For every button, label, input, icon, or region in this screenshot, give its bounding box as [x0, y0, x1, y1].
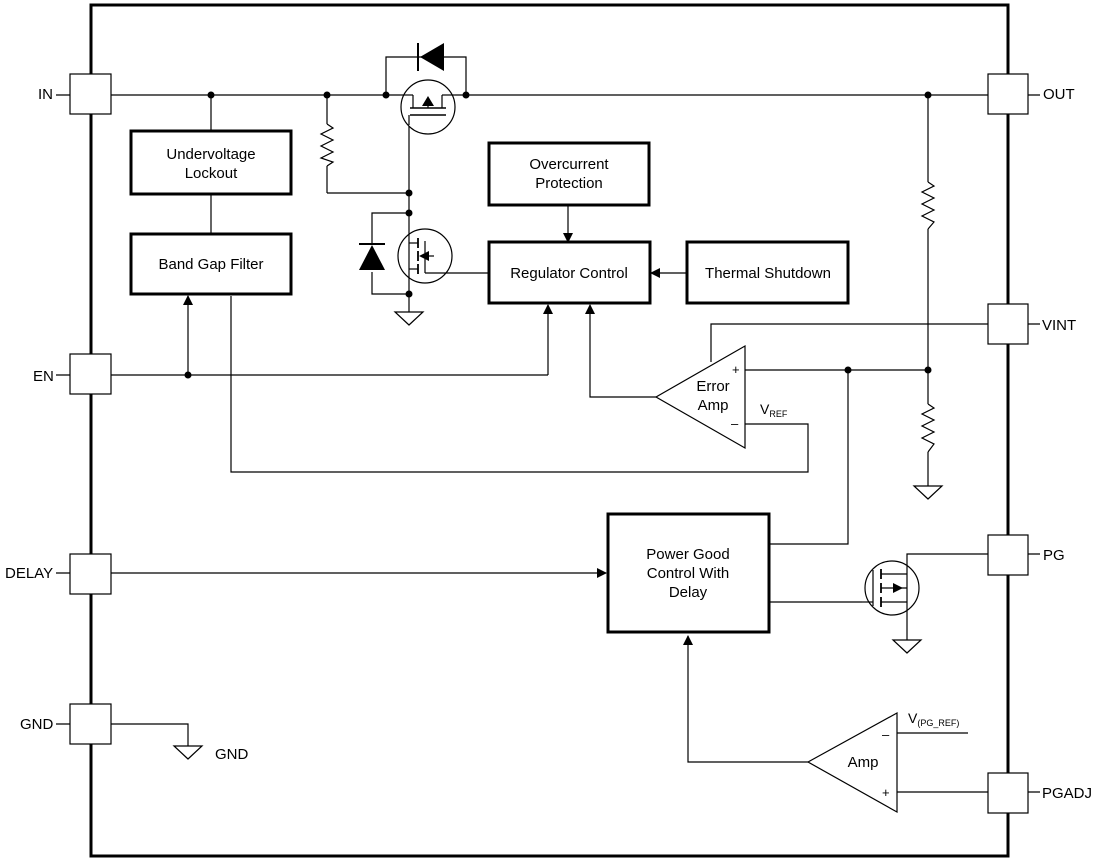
regulator-control-block: Regulator Control	[487, 240, 652, 305]
pg-amp: Amp – + V(PG_REF)	[806, 710, 959, 814]
junction-dots	[184, 91, 932, 379]
gnd-symbol-label: GND	[215, 746, 249, 763]
pg-amp-label: Amp	[848, 754, 879, 771]
chip-outline	[89, 3, 1010, 858]
pg-ref-label: V(PG_REF)	[908, 710, 959, 728]
pg-amp-plus: +	[882, 785, 890, 800]
pg-ref-sub: (PG_REF)	[917, 718, 959, 728]
overcurrent-label-line2: Protection	[535, 175, 603, 192]
pin-gnd-label: GND	[20, 716, 54, 733]
pin-delay-label: DELAY	[5, 565, 53, 582]
clamp-diode-icon	[359, 243, 385, 270]
power-good-label-line2: Control With	[647, 565, 730, 582]
ground-icon	[172, 745, 204, 760]
pin-en: EN	[33, 353, 112, 395]
power-good-label-line1: Power Good	[646, 546, 729, 563]
thermal-label: Thermal Shutdown	[705, 265, 831, 282]
pin-vint: VINT	[987, 303, 1076, 345]
error-amp-label-line2: Amp	[698, 397, 729, 414]
power-good-block: Power Good Control With Delay	[606, 512, 771, 634]
pg-amp-minus: –	[882, 727, 890, 742]
uvlo-block: Undervoltage Lockout	[129, 129, 293, 196]
pin-pg-label: PG	[1043, 547, 1065, 564]
overcurrent-block: Overcurrent Protection	[487, 141, 651, 207]
overcurrent-label-line1: Overcurrent	[529, 156, 609, 173]
ground-icon	[891, 639, 923, 654]
pin-pgadj: PGADJ	[987, 772, 1092, 814]
pin-out: OUT	[987, 73, 1075, 115]
vref-label: VREF	[760, 401, 788, 419]
pulldown-mosfet-icon	[397, 228, 453, 284]
uvlo-label-line2: Lockout	[185, 165, 238, 182]
error-amp-plus: +	[732, 362, 740, 377]
ground-icon	[393, 311, 425, 326]
pass-mosfet-icon	[400, 79, 456, 135]
pin-in-label: IN	[38, 86, 53, 103]
pin-out-label: OUT	[1043, 86, 1075, 103]
vref-main: V	[760, 401, 770, 417]
bypass-diode-icon	[417, 43, 444, 71]
pin-in: IN	[38, 73, 112, 115]
pin-en-label: EN	[33, 368, 54, 385]
pin-gnd: GND GND	[20, 703, 249, 763]
pin-pgadj-label: PGADJ	[1042, 785, 1092, 802]
bandgap-block: Band Gap Filter	[129, 232, 293, 296]
uvlo-label-line1: Undervoltage	[166, 146, 255, 163]
pin-pg: PG	[987, 534, 1065, 576]
error-amp-label-line1: Error	[696, 378, 729, 395]
vref-sub: REF	[769, 409, 788, 419]
thermal-shutdown-block: Thermal Shutdown	[685, 240, 850, 305]
ground-icon	[912, 485, 944, 500]
pg-mosfet-icon	[862, 560, 920, 616]
wires	[56, 56, 1040, 793]
divider-resistor-bottom-icon	[920, 403, 936, 453]
divider-resistor-top-icon	[920, 181, 936, 230]
error-amp-minus: –	[731, 416, 739, 431]
pg-ref-main: V	[908, 710, 918, 726]
pin-vint-label: VINT	[1042, 317, 1076, 334]
gate-resistor-icon	[319, 123, 335, 167]
power-good-label-line3: Delay	[669, 584, 708, 601]
regulator-label: Regulator Control	[510, 265, 628, 282]
pin-delay: DELAY	[5, 553, 112, 595]
bandgap-label: Band Gap Filter	[158, 256, 263, 273]
error-amp: Error Amp + – VREF	[654, 344, 788, 450]
